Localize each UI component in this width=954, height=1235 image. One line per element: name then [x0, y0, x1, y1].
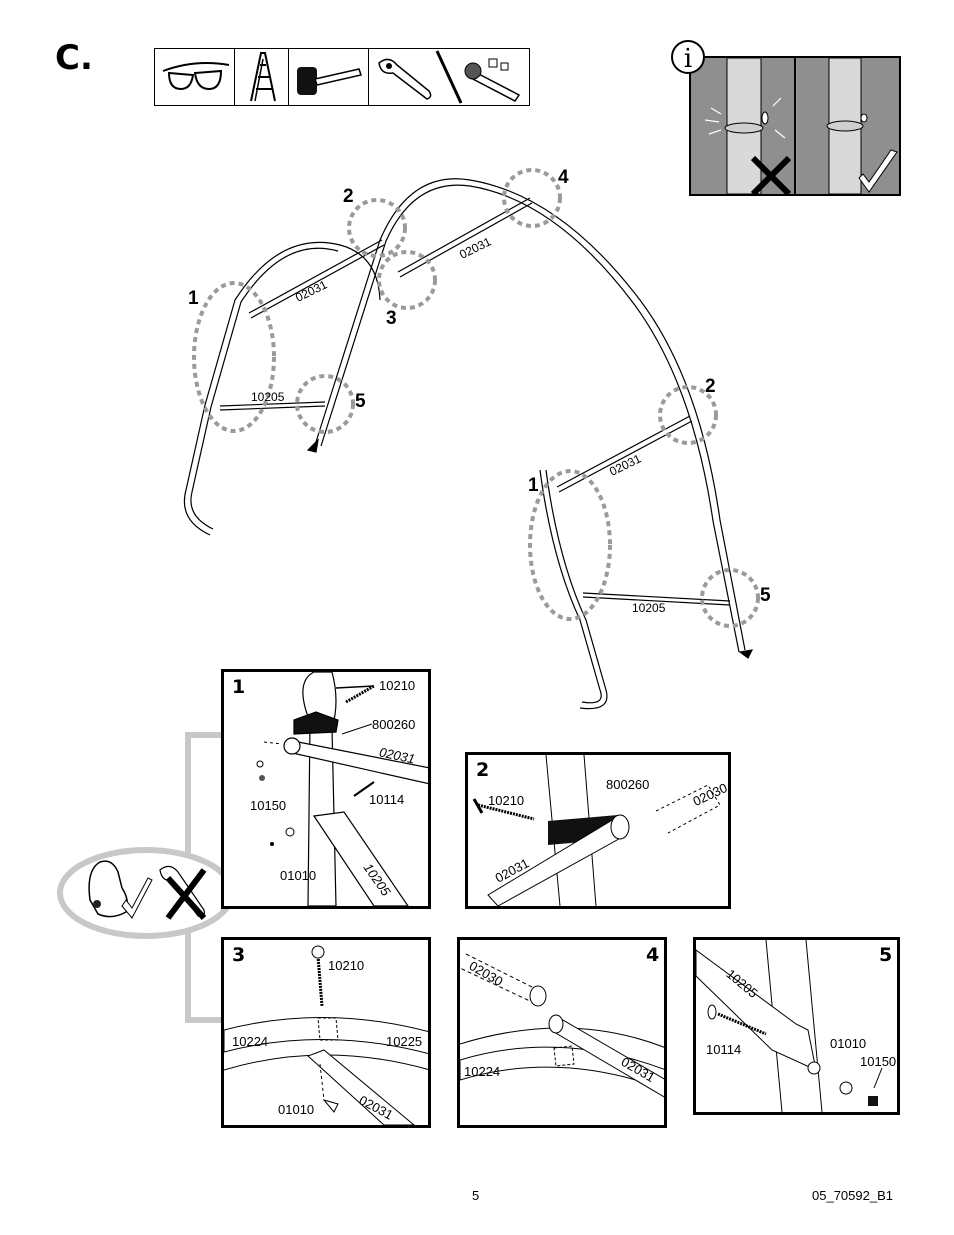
callout-1-left: 1 [188, 288, 199, 309]
part-label-02031: 02031 [607, 451, 643, 478]
part-label-10114: 10114 [369, 792, 405, 807]
panel-number: 1 [232, 676, 246, 698]
rubber-mallet-icon [289, 49, 369, 105]
wrench-set-icon [369, 49, 529, 105]
frame-overview-diagram: 1 2 3 4 5 1 2 5 02031 02031 02031 10205 … [183, 167, 770, 710]
callout-2-right: 2 [705, 376, 716, 397]
part-label-10225: 10225 [386, 1034, 423, 1049]
part-label-02031: 02031 [293, 277, 329, 304]
part-label-10150: 10150 [250, 798, 287, 813]
callout-1-right: 1 [528, 475, 539, 496]
callout-5-left: 5 [355, 391, 366, 412]
step-letter: C. [55, 38, 93, 78]
detail-panel-1: 1 10210 800260 02031 10150 10114 01010 1… [221, 669, 431, 909]
panel-number: 5 [879, 944, 893, 966]
adjustable-wrench-icon [378, 58, 432, 100]
part-label-10210: 10210 [379, 678, 416, 693]
part-label-10210: 10210 [328, 958, 365, 973]
detail-panel-3: 3 10210 10224 10225 01010 02031 [221, 937, 431, 1128]
part-label-02031: 02031 [457, 234, 493, 261]
panel-number: 3 [232, 944, 246, 966]
panel-number: 2 [476, 759, 490, 781]
part-label-10150: 10150 [860, 1054, 897, 1069]
detail-panel-4: 4 02030 10224 02031 [457, 937, 667, 1128]
part-label-01010: 01010 [280, 868, 317, 883]
required-tools-strip [154, 48, 530, 106]
panel-number: 4 [646, 944, 660, 966]
no-wrench-icon [159, 865, 207, 921]
part-label-10114: 10114 [706, 1042, 742, 1057]
part-label-10205: 10205 [251, 390, 285, 404]
safety-glasses-icon [155, 49, 235, 105]
part-label-01010: 01010 [830, 1036, 867, 1051]
callout-3: 3 [386, 308, 397, 329]
detail-panel-2: 2 800260 10210 02030 02031 [465, 752, 731, 909]
part-label-10224: 10224 [232, 1034, 269, 1049]
part-label-800260: 800260 [372, 717, 416, 732]
step-ladder-icon [235, 49, 289, 105]
page-number: 5 [472, 1188, 480, 1203]
part-label-10224: 10224 [464, 1064, 501, 1079]
hand-tighten-note [57, 727, 240, 1025]
callout-4: 4 [558, 167, 569, 188]
tightening-info-box [689, 56, 901, 196]
info-icon: i [671, 40, 705, 74]
part-label-01010: 01010 [278, 1102, 315, 1117]
part-label-800260: 800260 [606, 777, 650, 792]
callout-2-left: 2 [343, 186, 354, 207]
detail-panel-5: 5 10205 10114 01010 10150 [693, 937, 900, 1115]
part-label-10210: 10210 [488, 793, 525, 808]
part-label-10205: 10205 [632, 601, 666, 615]
hand-tighten-icon [88, 860, 153, 919]
callout-5-right: 5 [760, 585, 770, 606]
socket-wrench-icon [464, 58, 521, 102]
document-code: 05_70592_B1 [812, 1188, 893, 1203]
